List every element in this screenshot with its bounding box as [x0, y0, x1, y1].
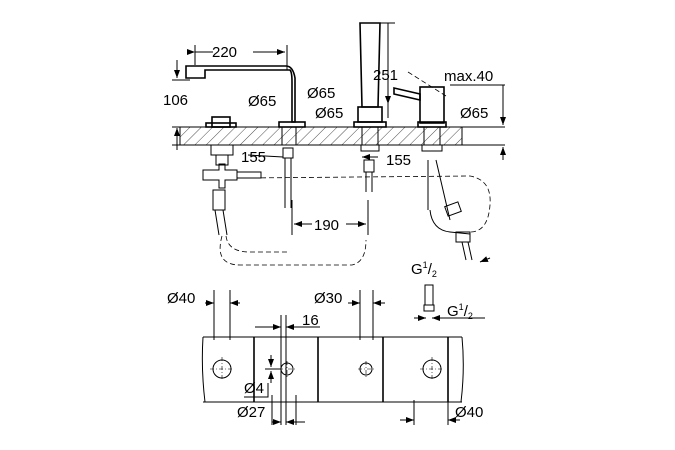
dim-handshower-dia-upper: Ø65 — [307, 85, 335, 102]
dim-handshower-dia-lower: Ø65 — [315, 105, 343, 122]
dimension-lines — [172, 22, 506, 263]
dim-hole-small-dia: Ø4 — [244, 380, 264, 397]
hose-path — [219, 235, 367, 266]
dim-hole-right-dia: Ø40 — [455, 404, 483, 421]
dim-spout-height: 106 — [163, 92, 188, 109]
dim-center-spacing: 190 — [314, 217, 339, 234]
dim-thread-upper: G1/2 — [411, 260, 437, 279]
dim-hole-small-dist: 16 — [302, 312, 319, 329]
dim-hole-second-dia: Ø27 — [237, 404, 265, 421]
dim-mixer-dia: Ø65 — [460, 105, 488, 122]
dim-hole-left-dia: Ø40 — [167, 290, 195, 307]
dim-thread-lower: G1/2 — [447, 302, 473, 321]
dim-right-spacing: 155 — [386, 152, 411, 169]
hand-shower — [353, 22, 387, 192]
dim-hole-center-dia: Ø30 — [314, 290, 342, 307]
spout — [185, 65, 306, 236]
dim-spout-base-dia: Ø65 — [248, 93, 276, 110]
dim-spout-reach: 220 — [212, 44, 237, 61]
dim-handshower-height: 251 — [373, 67, 398, 84]
hose-path — [244, 175, 491, 233]
hole-template — [201, 284, 485, 425]
single-lever-mixer — [393, 71, 473, 261]
dim-lever-max: max.40 — [444, 68, 493, 85]
countertop-section — [172, 126, 505, 146]
dim-left-spacing: 155 — [241, 149, 266, 166]
